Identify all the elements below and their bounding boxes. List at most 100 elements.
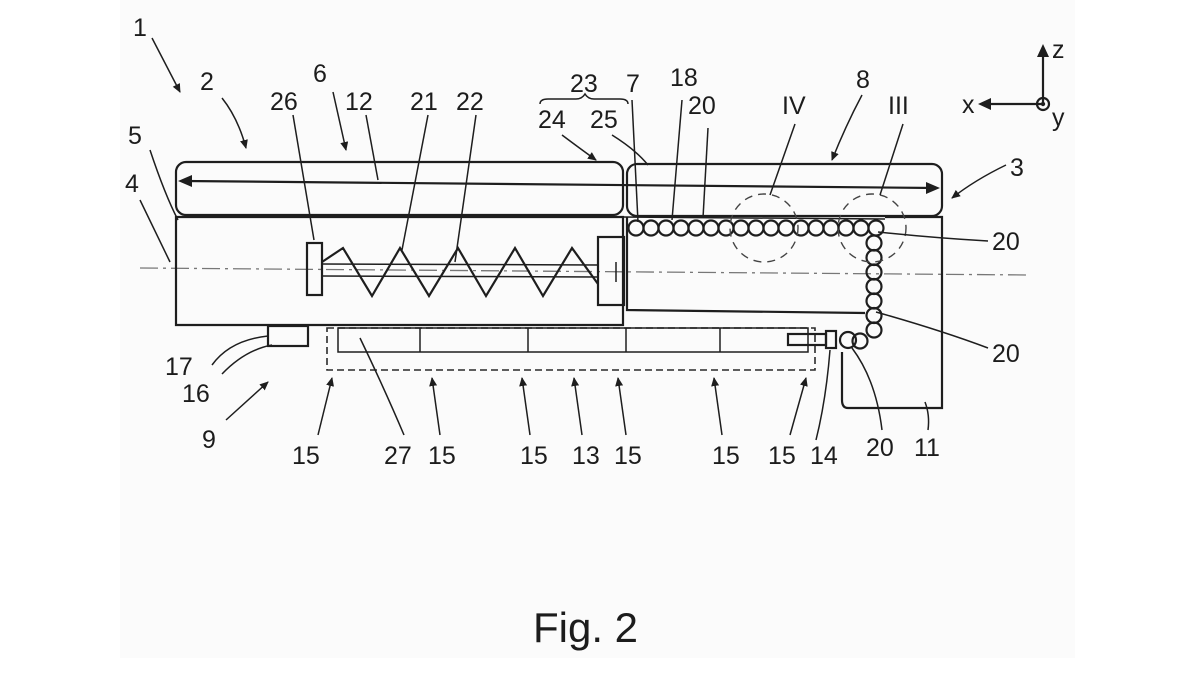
- leader-21: [401, 114, 429, 251]
- spring-seat: [305, 241, 324, 297]
- ref-20-bottom: 20: [866, 434, 894, 462]
- axis-y-label: y: [1052, 104, 1065, 132]
- leader-3: [951, 164, 1007, 199]
- leader-4: [139, 199, 171, 263]
- leader-15c: [519, 377, 531, 436]
- housing-top-extension: [622, 216, 886, 220]
- piston-block: [596, 235, 626, 307]
- leader-14: [815, 349, 831, 441]
- upper-panel-right: [625, 162, 944, 218]
- leader-7: [631, 99, 639, 223]
- ref-14: 14: [810, 442, 838, 470]
- ref-15-f: 15: [768, 442, 796, 470]
- ref-17: 17: [165, 353, 193, 381]
- ref-26: 26: [270, 88, 298, 116]
- ref-4: 4: [125, 170, 139, 198]
- plug-ball: [838, 330, 858, 350]
- ref-5: 5: [128, 122, 142, 150]
- leader-11: [924, 401, 930, 431]
- ref-27: 27: [384, 442, 412, 470]
- leader-IV: [769, 123, 796, 196]
- leader-15a: [317, 377, 334, 436]
- leader-15d: [615, 377, 627, 436]
- axis-x-label: x: [962, 91, 975, 119]
- leader-15f: [789, 377, 808, 436]
- detail-circle-IV: [729, 193, 799, 263]
- leader-2: [221, 97, 248, 149]
- ref-8: 8: [856, 66, 870, 94]
- ref-22: 22: [456, 88, 484, 116]
- dimension-arrow-right: [926, 182, 940, 194]
- plug-head: [824, 329, 838, 350]
- leader-20c: [875, 311, 989, 349]
- ball-chain: [627, 219, 885, 350]
- leader-17: [211, 335, 269, 366]
- ref-15-e: 15: [712, 442, 740, 470]
- tank-block: [840, 215, 944, 410]
- leader-22: [454, 114, 477, 263]
- leader-16: [221, 344, 273, 375]
- ball: [851, 332, 869, 350]
- brace-23: [539, 92, 629, 105]
- spring-rod-bottom: [321, 275, 599, 278]
- center-axis: [139, 267, 1031, 276]
- leader-6: [332, 91, 349, 151]
- ref-16: 16: [182, 380, 210, 408]
- ref-20-top: 20: [688, 92, 716, 120]
- ref-6: 6: [313, 60, 327, 88]
- ref-2: 2: [200, 68, 214, 96]
- upper-panel-left: [174, 160, 625, 217]
- ref-25: 25: [590, 106, 618, 134]
- ref-23: 23: [570, 70, 598, 98]
- leader-20d: [851, 347, 883, 431]
- ref-3: 3: [1010, 154, 1024, 182]
- ref-12: 12: [345, 88, 373, 116]
- main-housing: [174, 215, 625, 327]
- ball: [865, 321, 883, 339]
- leader-13: [571, 377, 583, 436]
- ref-9: 9: [202, 426, 216, 454]
- lower-channel-inner: [337, 327, 809, 353]
- ref-III: III: [888, 92, 909, 120]
- dimension-line: [183, 179, 937, 190]
- detail-circle-III: [837, 193, 907, 263]
- ref-21: 21: [410, 88, 438, 116]
- spring-coil: [321, 245, 599, 299]
- axis-z-label: z: [1052, 36, 1065, 64]
- dimension-arrow-left: [178, 175, 192, 187]
- ref-11: 11: [914, 434, 940, 462]
- ref-1: 1: [133, 14, 147, 42]
- ref-20-right-upper: 20: [992, 228, 1020, 256]
- ref-15-b: 15: [428, 442, 456, 470]
- leader-18: [671, 99, 683, 221]
- coordinate-system: [978, 44, 1051, 112]
- leader-8: [831, 94, 863, 161]
- leader-15b: [429, 377, 441, 436]
- spring-rod-top: [321, 263, 599, 266]
- leader-27: [359, 337, 405, 436]
- leader-24: [561, 134, 597, 161]
- leader-15e: [711, 377, 723, 436]
- leader-20b: [877, 231, 989, 242]
- figure-caption: Fig. 2: [533, 604, 638, 651]
- ref-13: 13: [572, 442, 600, 470]
- ref-18: 18: [670, 64, 698, 92]
- housing-extension: [625, 217, 866, 315]
- leader-20a: [702, 127, 709, 219]
- ref-15-a: 15: [292, 442, 320, 470]
- ref-20-right-lower: 20: [992, 340, 1020, 368]
- leader-5: [149, 149, 179, 221]
- ref-15-c: 15: [520, 442, 548, 470]
- page-panel: [120, 0, 1075, 658]
- leader-1: [151, 37, 181, 93]
- leader-12: [365, 114, 379, 181]
- leader-25: [611, 134, 649, 166]
- ref-7: 7: [626, 70, 640, 98]
- leader-9: [225, 381, 269, 421]
- ref-15-d: 15: [614, 442, 642, 470]
- ref-IV: IV: [782, 92, 806, 120]
- leader-26: [292, 114, 315, 241]
- leader-III: [879, 123, 904, 196]
- ref-24: 24: [538, 106, 566, 134]
